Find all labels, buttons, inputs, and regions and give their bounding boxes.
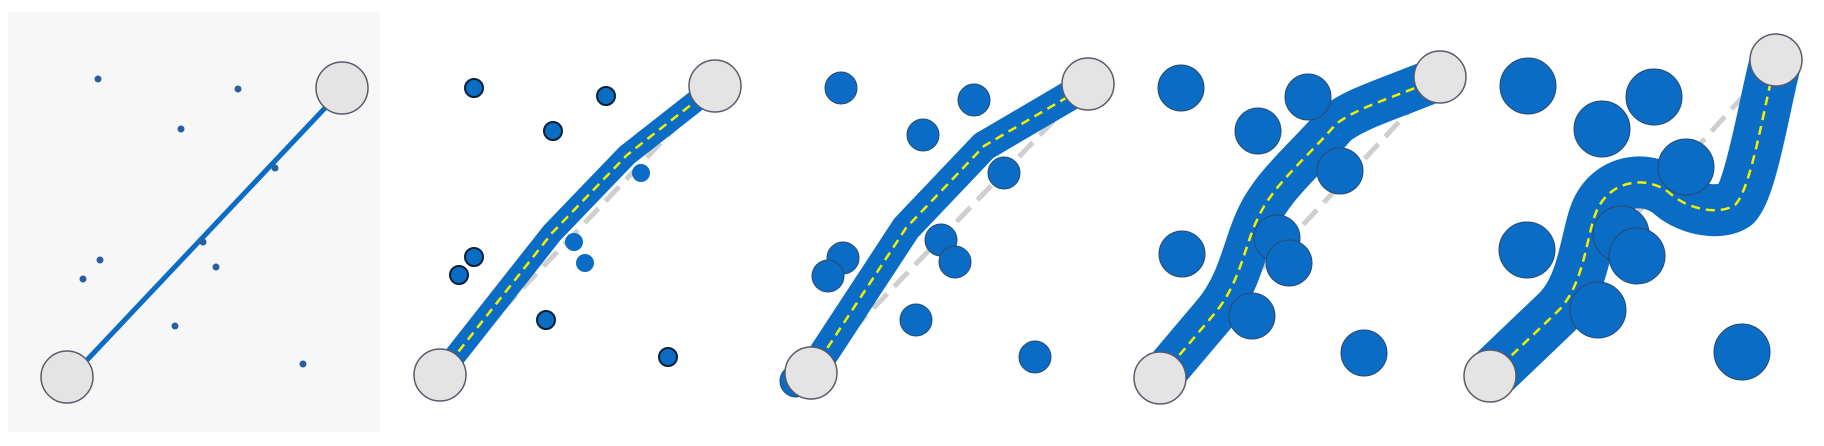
obstacle	[543, 121, 563, 141]
obstacle	[464, 247, 484, 267]
obstacle	[987, 156, 1021, 190]
obstacle	[299, 360, 307, 368]
obstacle	[596, 86, 616, 106]
panel-4-centerline	[1159, 76, 1441, 379]
obstacle	[1608, 227, 1666, 285]
obstacle	[234, 85, 242, 93]
panel-5-obstacles	[1498, 57, 1771, 381]
obstacle	[271, 164, 279, 172]
obstacle	[565, 233, 583, 251]
obstacle	[1316, 147, 1364, 195]
obstacle	[1018, 340, 1052, 374]
obstacle	[632, 164, 650, 182]
goal-node	[1749, 33, 1803, 87]
obstacle	[899, 303, 933, 337]
obstacle	[824, 71, 858, 105]
obstacle	[199, 238, 207, 246]
obstacle	[536, 310, 556, 330]
panel-4	[1133, 50, 1467, 405]
obstacle	[96, 256, 104, 264]
obstacle	[1234, 107, 1282, 155]
panel-4-obstacles	[1157, 64, 1388, 377]
obstacle	[1284, 73, 1332, 121]
start-node	[784, 346, 838, 400]
panel-2-obstacles-on-path	[565, 164, 650, 272]
obstacle	[94, 75, 102, 83]
obstacle	[79, 275, 87, 283]
panel-3-centerline	[809, 83, 1089, 374]
panel-3	[779, 57, 1115, 400]
obstacle	[464, 78, 484, 98]
panel-5	[1463, 33, 1803, 403]
obstacle	[1713, 323, 1771, 381]
start-node	[1133, 351, 1187, 405]
obstacle	[1573, 100, 1631, 158]
obstacle	[1498, 221, 1556, 279]
obstacle	[1340, 329, 1388, 377]
panel-1	[8, 12, 380, 432]
panel-3-obstacles	[779, 71, 1052, 398]
goal-node	[1413, 50, 1467, 104]
goal-node	[1061, 57, 1115, 111]
obstacle	[906, 118, 940, 152]
obstacle	[171, 322, 179, 330]
obstacle	[957, 83, 991, 117]
panel-2	[413, 59, 742, 402]
obstacle	[1569, 281, 1627, 339]
obstacle	[1158, 230, 1206, 278]
obstacle	[1228, 292, 1276, 340]
panel-2-obstacles	[449, 78, 678, 367]
goal-node	[315, 61, 369, 115]
panel-1-obstacles	[79, 75, 307, 368]
obstacle	[811, 259, 845, 293]
obstacle	[177, 125, 185, 133]
start-node	[40, 350, 94, 404]
obstacle	[1657, 138, 1715, 196]
obstacle	[576, 254, 594, 272]
obstacle	[212, 263, 220, 271]
obstacle	[658, 347, 678, 367]
panel-1-path-line	[68, 88, 344, 380]
obstacle	[449, 265, 469, 285]
start-node	[1463, 349, 1517, 403]
obstacle	[1265, 239, 1313, 287]
panel-5-centerline	[1489, 59, 1778, 377]
panel-2-centerline	[439, 85, 716, 376]
goal-node	[688, 59, 742, 113]
obstacle	[1625, 68, 1683, 126]
obstacle	[1157, 64, 1205, 112]
obstacle	[1499, 57, 1557, 115]
start-node	[413, 348, 467, 402]
obstacle	[938, 245, 972, 279]
